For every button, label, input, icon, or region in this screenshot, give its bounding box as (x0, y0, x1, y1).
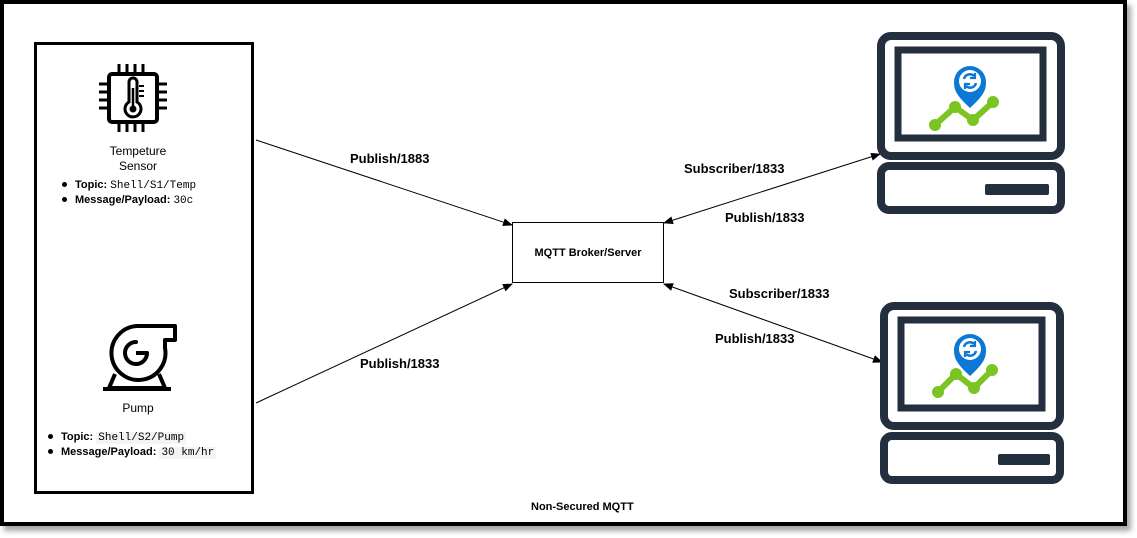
pump-payload-key: Message/Payload: (61, 446, 157, 458)
pump-to-broker-arrow (255, 283, 513, 404)
sensor-label-line1: Tempeture (109, 144, 167, 158)
mqtt-broker-box: MQTT Broker/Server (512, 222, 664, 283)
bullet-icon (48, 433, 53, 439)
pump-label: Pump (122, 401, 154, 415)
pump-payload-value: 30 km/hr (159, 447, 217, 459)
sensor-to-broker-arrow (255, 139, 513, 226)
pump-payload-row: Message/Payload: 30 km/hr (48, 445, 217, 461)
pump-publish-label: Publish/1833 (360, 356, 440, 371)
broker-client2-arrow (663, 283, 883, 363)
pump-topic-key: Topic: (61, 431, 94, 443)
sensor-payload-value: 30c (173, 195, 194, 207)
sensor-payload-row: Message/Payload: 30c (62, 193, 193, 209)
bullet-icon (62, 196, 67, 202)
sensor-publish-label: Publish/1883 (350, 151, 430, 166)
sensor-payload-key: Message/Payload: (75, 194, 171, 206)
pump-icon (99, 320, 179, 392)
diagram-caption: Non-Secured MQTT (531, 501, 634, 513)
sensor-topic-value: Shell/S1/Temp (110, 180, 197, 192)
client1-subscribe-label: Subscriber/1833 (684, 161, 785, 176)
temperature-sensor-icon (97, 62, 169, 134)
client2-subscribe-label: Subscriber/1833 (729, 286, 830, 301)
client-computer-icon (877, 32, 1065, 214)
client2-publish-label: Publish/1833 (715, 331, 795, 346)
bullet-icon (48, 448, 53, 454)
sensor-label-line2: Sensor (118, 159, 158, 173)
client-computer-icon (880, 302, 1064, 484)
sensor-label: Tempeture Sensor (94, 144, 182, 174)
broker-label: MQTT Broker/Server (534, 246, 642, 259)
sensor-topic-key: Topic: (75, 179, 108, 191)
broker-client1-arrow (663, 152, 881, 225)
pump-topic-value: Shell/S2/Pump (96, 432, 187, 444)
client1-publish-label: Publish/1833 (725, 210, 805, 225)
sensor-topic-row: Topic: Shell/S1/Temp (62, 178, 196, 194)
bullet-icon (62, 181, 67, 187)
device-panel (34, 42, 254, 494)
pump-topic-row: Topic: Shell/S2/Pump (48, 430, 187, 446)
